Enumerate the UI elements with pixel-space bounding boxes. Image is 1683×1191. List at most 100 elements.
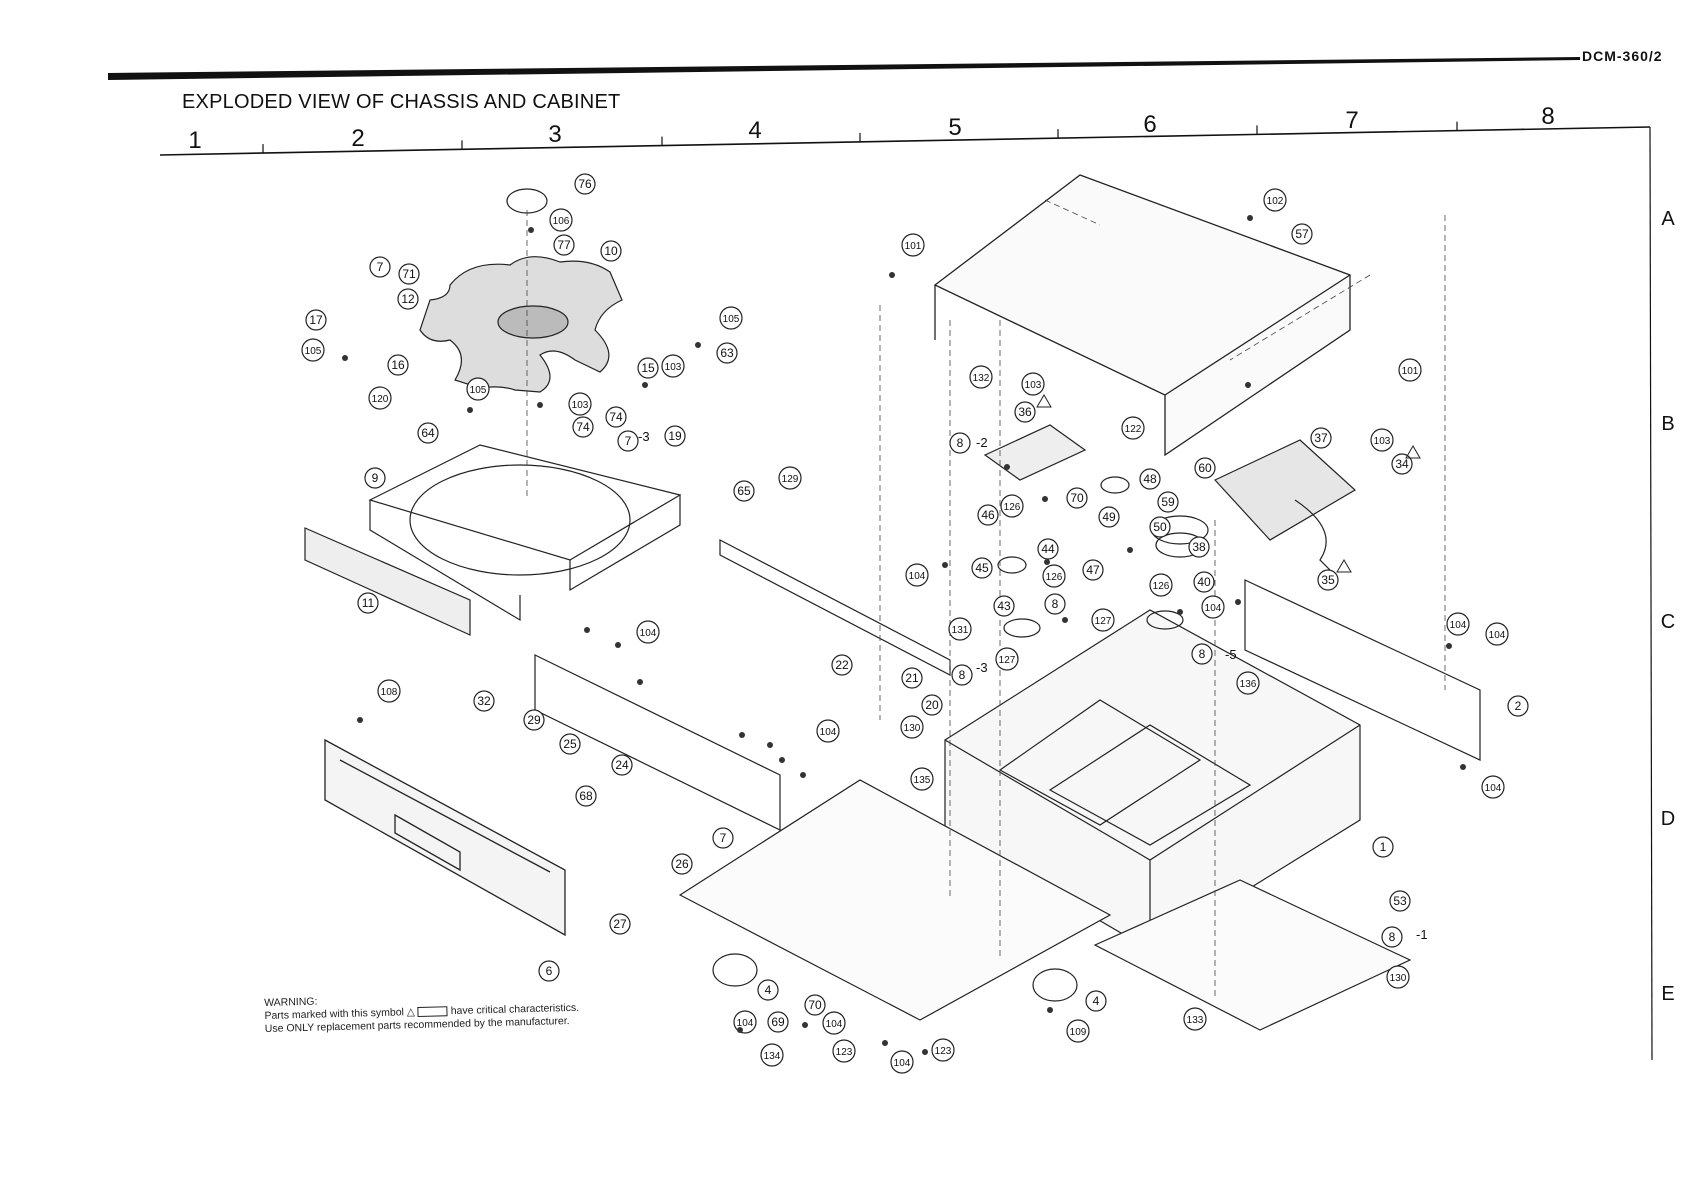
callout-label: 11	[362, 596, 375, 610]
callout-bubble	[1149, 573, 1173, 597]
callout-label: 53	[1393, 894, 1407, 908]
callout-label: 15	[641, 361, 655, 375]
callout-bubble	[1481, 775, 1505, 799]
callout-bubble	[398, 263, 420, 285]
callout-label: 16	[391, 358, 405, 372]
callout-label: 9	[372, 471, 379, 485]
callout-bubble	[1082, 559, 1104, 581]
header-rule	[108, 57, 1580, 80]
callout-bubble	[636, 620, 660, 644]
callout-bubble	[397, 288, 419, 310]
bottom-plate	[678, 779, 1412, 1031]
callout-bubble	[1389, 890, 1411, 912]
screw-icon	[779, 757, 785, 763]
callout-bubble	[804, 994, 826, 1016]
callout-label: 135	[914, 775, 931, 786]
callout-label: 38	[1192, 540, 1206, 554]
callout-label: 71	[402, 267, 416, 281]
callout-bubble	[1042, 564, 1066, 588]
callout-label: 103	[1374, 436, 1391, 447]
callout-bubble	[1507, 695, 1529, 717]
callout-bubble	[1044, 593, 1066, 615]
callout-bubble	[538, 960, 560, 982]
screw-icon	[528, 227, 534, 233]
callout-bubble	[305, 309, 327, 331]
callout-bubble	[1310, 427, 1332, 449]
callout-bubble	[1149, 516, 1171, 538]
callout-label: 104	[1485, 783, 1502, 794]
screw-icon	[922, 1049, 928, 1055]
caution-triangle-icon	[1336, 559, 1352, 573]
screw-icon	[889, 272, 895, 278]
callout-label: 103	[665, 362, 682, 373]
callout-bubble	[1398, 358, 1422, 382]
callout-label: 126	[1004, 502, 1021, 513]
callout-bubble	[995, 647, 1019, 671]
screw-icon	[767, 742, 773, 748]
callout-bubble	[611, 754, 633, 776]
callout-label: 7	[377, 260, 384, 274]
screw-icon	[942, 562, 948, 568]
callout-bubble	[910, 767, 934, 791]
callout-label: 8	[1199, 647, 1206, 661]
callout-label: 104	[640, 628, 657, 639]
callout-bubble	[1157, 491, 1179, 513]
screw-icon	[1446, 643, 1452, 649]
callout-bubble	[1263, 188, 1287, 212]
callout-bubble	[1121, 416, 1145, 440]
critical-part-mark-icon	[417, 1006, 448, 1018]
callout-label: 21	[905, 671, 919, 685]
callout-suffix: -2	[976, 435, 988, 450]
callout-bubble	[1194, 457, 1216, 479]
callout-label: 60	[1198, 461, 1212, 475]
callout-bubble	[368, 386, 392, 410]
callout-bubble	[387, 354, 409, 376]
grid-row-label: B	[1661, 413, 1674, 435]
callout-label: 32	[477, 694, 491, 708]
grid-row-label: E	[1661, 983, 1674, 1005]
screw-icon	[615, 642, 621, 648]
callout-label: 76	[578, 177, 592, 191]
callout-label: 19	[668, 429, 682, 443]
callout-bubble	[1085, 990, 1107, 1012]
callout-label: 127	[999, 655, 1016, 666]
screw-icon	[1062, 617, 1068, 623]
callout-label: 46	[981, 508, 995, 522]
callout-bubble	[757, 979, 779, 1001]
callout-bubble	[671, 853, 693, 875]
callout-bubble	[719, 306, 743, 330]
callout-bubble	[1191, 643, 1213, 665]
callout-label: 105	[723, 314, 740, 325]
screw-icon	[584, 627, 590, 633]
callout-bubble	[1236, 671, 1260, 695]
callout-label: 59	[1161, 495, 1175, 509]
callout-bubble	[816, 719, 840, 743]
callout-label: 102	[1267, 196, 1284, 207]
callout-bubble	[549, 208, 573, 232]
callout-label: 104	[826, 1019, 843, 1030]
callout-label: 8	[1389, 930, 1396, 944]
callout-label: 25	[563, 737, 577, 751]
callout-suffix: -5	[1225, 647, 1237, 662]
callout-bubble	[377, 679, 401, 703]
callout-label: 47	[1086, 563, 1100, 577]
grid-row-label: C	[1661, 611, 1675, 633]
screw-icon	[1044, 559, 1050, 565]
callout-bubble	[767, 1011, 789, 1033]
callout-label: 109	[1070, 1027, 1087, 1038]
callout-label: 17	[309, 313, 323, 327]
callout-bubble	[574, 173, 596, 195]
callout-suffix: -3	[976, 660, 988, 675]
callout-bubble	[466, 377, 490, 401]
feet	[712, 953, 1078, 1002]
callout-label: 69	[771, 1015, 785, 1029]
callout-label: 29	[527, 713, 541, 727]
callout-label: 101	[905, 241, 922, 252]
callout-bubble	[760, 1043, 784, 1067]
callout-bubble	[900, 715, 924, 739]
callout-label: 104	[894, 1058, 911, 1069]
assembly-guide-lines	[526, 199, 1446, 1000]
callout-bubble	[575, 785, 597, 807]
caution-triangle-icon	[1405, 445, 1421, 459]
callout-bubble	[949, 432, 971, 454]
